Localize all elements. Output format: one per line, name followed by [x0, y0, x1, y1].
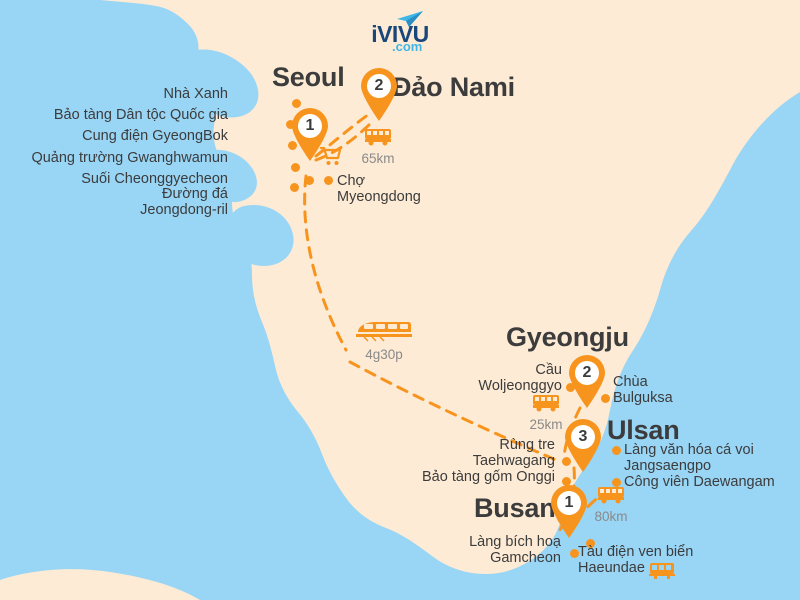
logo-dotcom: .com — [392, 39, 423, 54]
bus-icon-wrap — [513, 394, 579, 417]
transport-bus-25km-distance: 25km — [529, 417, 563, 432]
bus-icon-wrap — [345, 128, 411, 151]
train-icon-wrap — [342, 320, 426, 347]
poi-tau-dien-haeundae-dot — [586, 539, 595, 548]
pin-seoul-1[interactable]: 1 — [290, 108, 330, 162]
poi-cung-dien-gyeongbok-dot — [288, 141, 297, 150]
bus-icon — [598, 487, 624, 504]
train-icon — [356, 322, 412, 342]
poi-quang-truong-label: Quảng trường Gwanghwamun — [31, 150, 228, 166]
coast-inlet-west-2 — [136, 87, 201, 140]
paper-plane-icon — [396, 10, 426, 33]
poi-nha-xanh-dot — [292, 99, 301, 108]
coast-inlet-west-1 — [190, 49, 259, 118]
poi-suoi-cheonggyecheon-label: Suối Cheonggyecheon — [81, 171, 228, 187]
transport-bus-25km: 25km — [513, 394, 579, 433]
transport-train-4g30p-distance: 4g30p — [365, 347, 403, 362]
poi-bao-tang-gom-onggi-label: Bảo tàng gốm Onggi — [421, 469, 555, 485]
pin-nami-2-number: 2 — [367, 74, 391, 98]
transport-bus-80km: 80km — [578, 486, 644, 525]
poi-nha-xanh-label: Nhà Xanh — [163, 86, 229, 102]
bay-seoul — [226, 204, 294, 266]
poi-lang-bich-hoa-dot — [570, 549, 579, 558]
poi-quang-truong-dot — [291, 163, 300, 172]
city-dao-nami: Đảo Nami — [392, 72, 515, 102]
island-southwest — [0, 569, 200, 600]
route-seoul-nami-b — [314, 118, 376, 162]
pin-gyeongju-2[interactable]: 2 — [567, 355, 607, 409]
poi-cong-vien-daewangam-label: Công viên Daewangam — [624, 474, 775, 490]
transport-bus-65km-distance: 65km — [361, 151, 395, 166]
poi-bao-tang-dan-toc-label: Bảo tàng Dân tộc Quốc gia — [53, 107, 228, 123]
poi-duong-da-dot — [305, 176, 314, 185]
pin-busan-1[interactable]: 1 — [549, 485, 589, 539]
pin-seoul-1-number: 1 — [298, 114, 322, 138]
poi-bao-tang-gom-onggi-dot — [562, 477, 571, 486]
transport-bus-80km-distance: 80km — [594, 509, 628, 524]
coast-inlet-west-3 — [202, 149, 257, 203]
logo-wordmark: iVIVU — [371, 21, 429, 47]
landmass-peninsula — [100, 0, 800, 574]
poi-rung-tre-dot — [562, 457, 571, 466]
poi-cho-myeongdong-dot — [324, 176, 333, 185]
poi-cong-vien-daewangam-dot — [612, 478, 621, 487]
pin-ulsan-3-number: 3 — [571, 425, 595, 449]
ivivu-logo: iVIVU.com — [358, 10, 442, 53]
route-train-to-gyeongju — [348, 360, 558, 462]
shopping-cart-icon — [319, 146, 342, 171]
poi-lang-van-hoa-dot — [612, 446, 621, 455]
poi-cau-woljeonggyo-dot — [566, 383, 575, 392]
city-ulsan: Ulsan — [607, 415, 680, 445]
city-busan: Busan — [474, 493, 556, 523]
pin-nami-2[interactable]: 2 — [359, 68, 399, 122]
poi-bao-tang-dan-toc-dot — [286, 120, 295, 129]
city-gyeongju: Gyeongju — [506, 322, 629, 352]
route-seoul-nami-a — [314, 110, 374, 158]
route-seoul-south — [303, 174, 348, 352]
poi-suoi-cheonggyecheon-dot — [290, 183, 299, 192]
bus-icon — [533, 395, 559, 412]
bus-icon-wrap — [578, 486, 644, 509]
transport-bus-65km: 65km — [345, 128, 411, 167]
poi-chua-bulguksa-dot — [601, 394, 610, 403]
pin-ulsan-3[interactable]: 3 — [563, 419, 603, 473]
city-seoul: Seoul — [272, 62, 345, 92]
transport-train-4g30p: 4g30p — [342, 320, 426, 363]
tram-icon — [648, 561, 676, 584]
bus-icon — [365, 129, 391, 146]
poi-cung-dien-gyeongbok-label: Cung điện GyeongBok — [82, 128, 228, 144]
pin-busan-1-number: 1 — [557, 491, 581, 515]
pin-gyeongju-2-number: 2 — [575, 361, 599, 385]
